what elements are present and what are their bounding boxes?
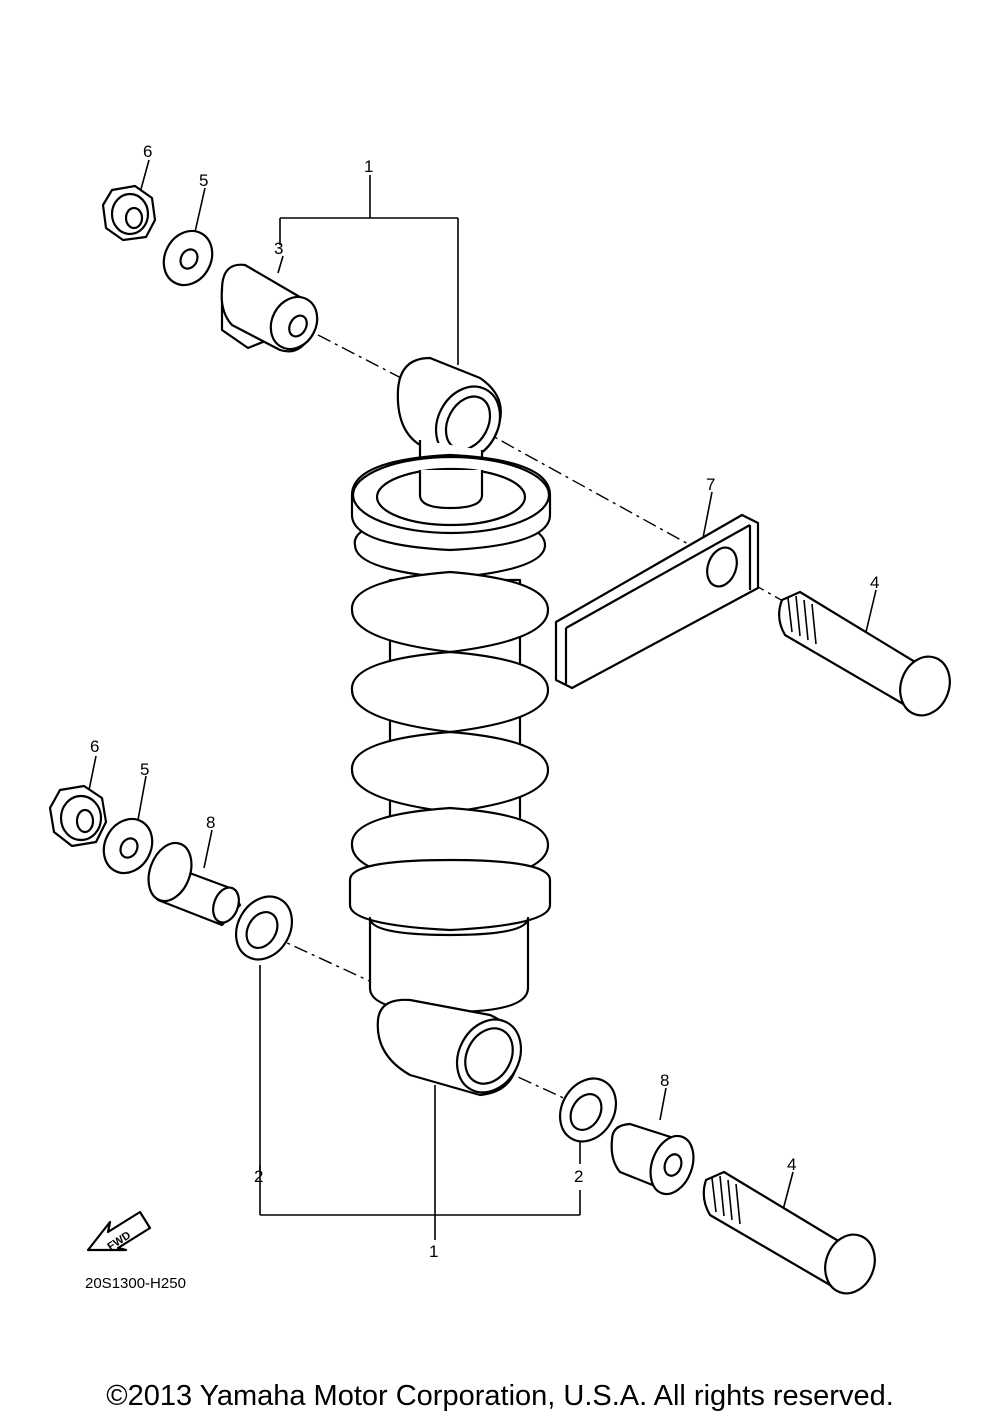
label-bolt-top: 4 — [870, 573, 879, 592]
label-seal-left: 2 — [254, 1167, 263, 1186]
washer-top — [162, 229, 214, 287]
part-labels: 6 5 1 3 7 4 6 5 8 2 1 2 8 4 — [90, 142, 879, 1261]
nut-bottom — [48, 784, 108, 848]
washer-bottom — [102, 817, 154, 875]
seal-left — [234, 895, 294, 961]
fwd-arrow-icon: FWD — [86, 1210, 152, 1253]
label-shock-top: 1 — [364, 157, 373, 176]
bushing-bottom-left — [147, 841, 242, 927]
label-bushing-bottom-right: 8 — [660, 1071, 669, 1090]
center-lines — [269, 334, 791, 1101]
leader-lines — [87, 159, 877, 1240]
copyright-notice: ©2013 Yamaha Motor Corporation, U.S.A. A… — [106, 1380, 894, 1412]
label-bracket: 7 — [706, 475, 715, 494]
label-washer-top: 5 — [199, 171, 208, 190]
label-seal-right: 2 — [574, 1167, 583, 1186]
bolt-top — [778, 590, 951, 717]
bracket — [554, 513, 760, 690]
collar-top — [220, 263, 319, 353]
label-bolt-bottom: 4 — [787, 1155, 796, 1174]
nut-top — [101, 184, 157, 242]
drawing-code: 20S1300-H250 — [85, 1275, 186, 1292]
label-shock-bottom: 1 — [429, 1242, 438, 1261]
label-collar-top: 3 — [274, 239, 283, 258]
bolt-bottom — [702, 1170, 876, 1295]
shock-absorber — [348, 356, 552, 1097]
label-nut-top: 6 — [143, 142, 152, 161]
label-nut-bottom: 6 — [90, 737, 99, 756]
bushing-bottom-right — [610, 1122, 695, 1196]
seal-right — [558, 1077, 618, 1143]
label-washer-bottom: 5 — [140, 760, 149, 779]
label-bushing-bottom-left: 8 — [206, 813, 215, 832]
